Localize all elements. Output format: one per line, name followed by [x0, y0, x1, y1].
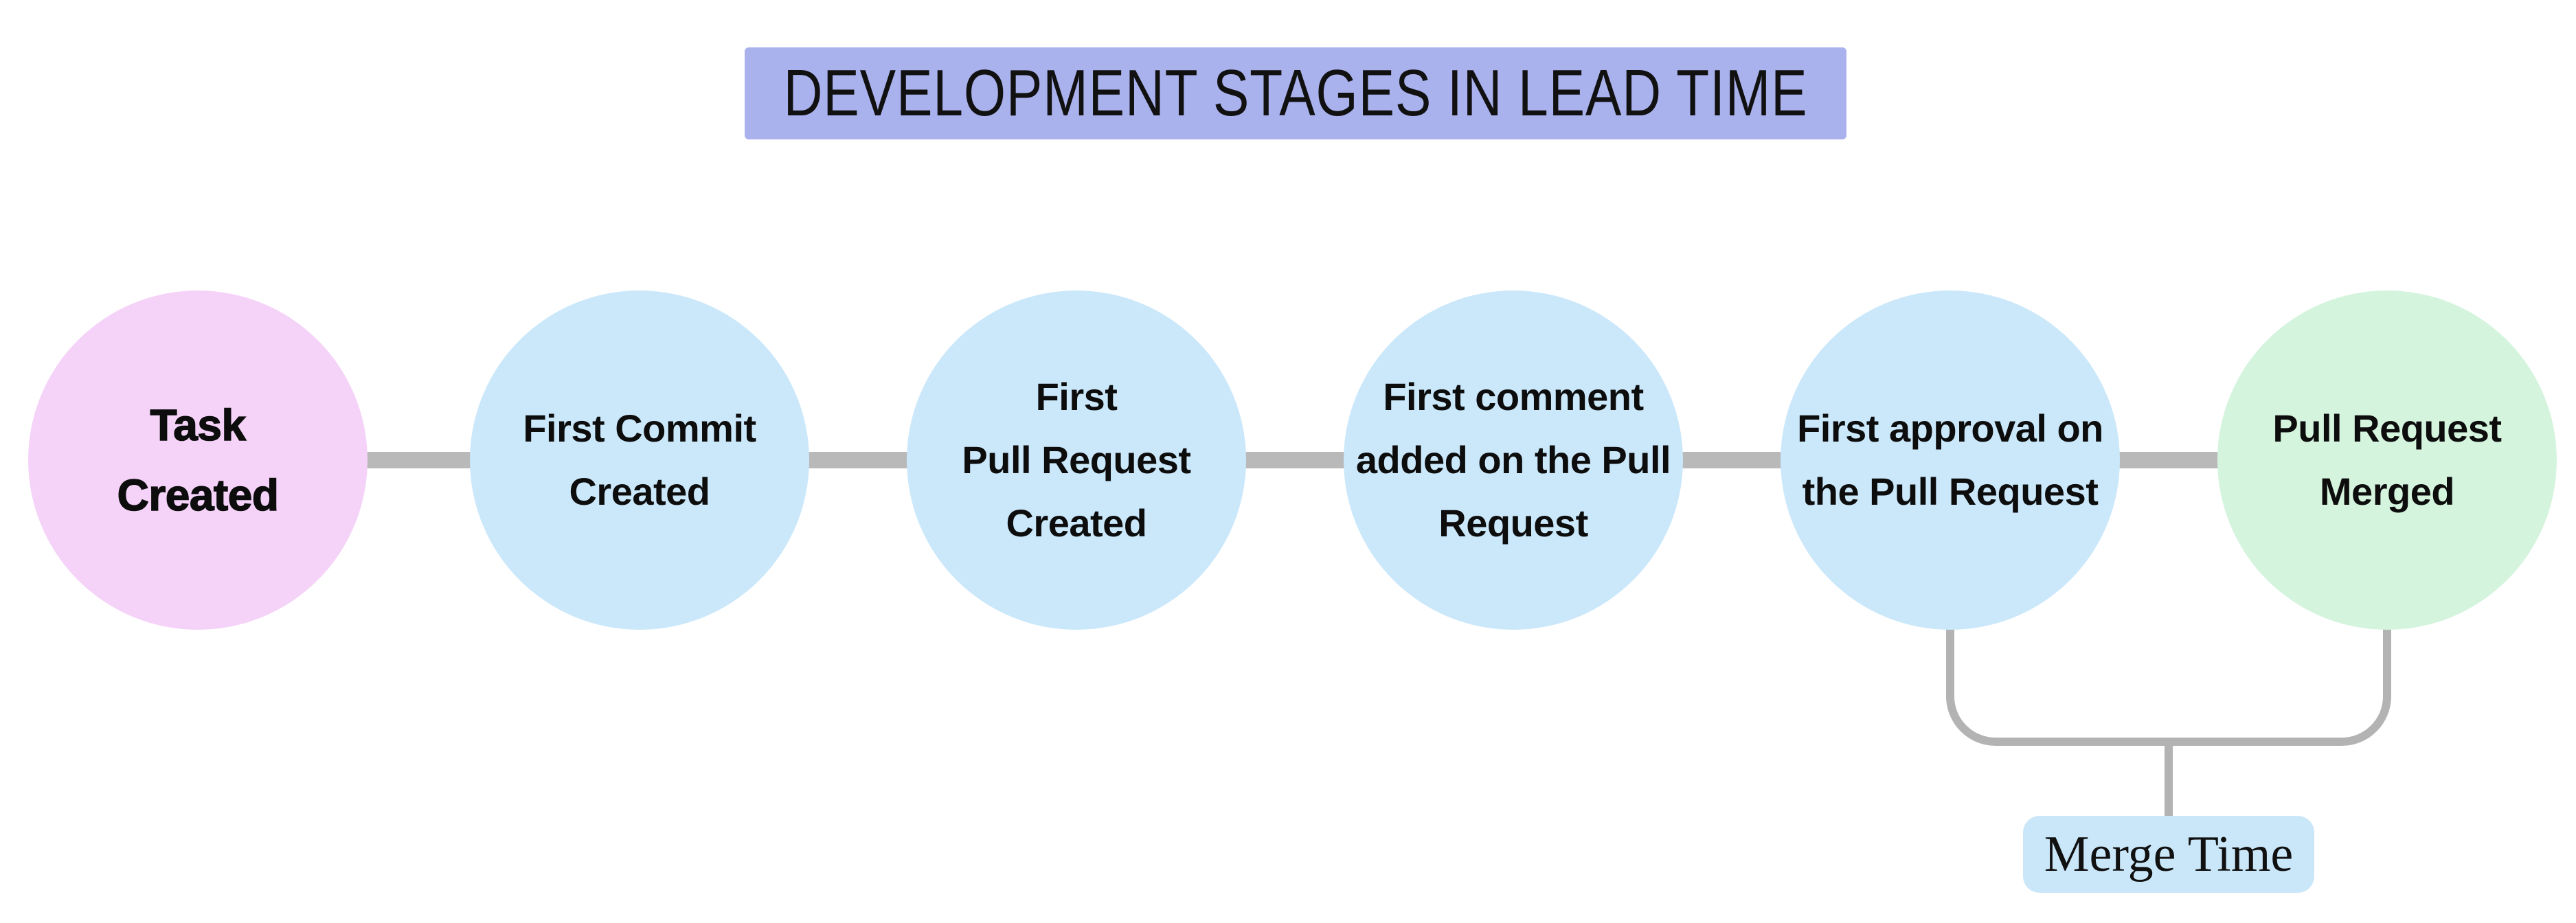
stage-circle-first-approval: First approval on the Pull Request	[1781, 290, 2120, 630]
merge-time-bracket	[1946, 622, 2391, 746]
stage-circle-task-created: Task Created	[28, 290, 368, 630]
stage-circle-first-commit-created: First Commit Created	[470, 290, 809, 630]
stage-label: First Pull Request Created	[962, 375, 1191, 545]
stage-circle-first-comment-added: First comment added on the Pull Request	[1344, 290, 1683, 630]
stage-circle-pull-request-merged: Pull Request Merged	[2217, 290, 2557, 630]
merge-time-label-box: Merge Time	[2023, 816, 2314, 893]
stage-label: First approval on the Pull Request	[1797, 407, 2103, 513]
stage-label: First comment added on the Pull Request	[1355, 375, 1671, 545]
page-title: DEVELOPMENT STAGES IN LEAD TIME	[783, 56, 1808, 130]
stage-label: First Commit Created	[523, 407, 756, 513]
stage-circle-first-pull-request-created: First Pull Request Created	[907, 290, 1246, 630]
stage-label: Task Created	[117, 400, 280, 521]
stage-label: Pull Request Merged	[2272, 407, 2502, 513]
merge-time-label: Merge Time	[2044, 825, 2294, 882]
title-banner: DEVELOPMENT STAGES IN LEAD TIME	[745, 47, 1846, 139]
merge-time-bracket-stem	[2165, 742, 2173, 817]
